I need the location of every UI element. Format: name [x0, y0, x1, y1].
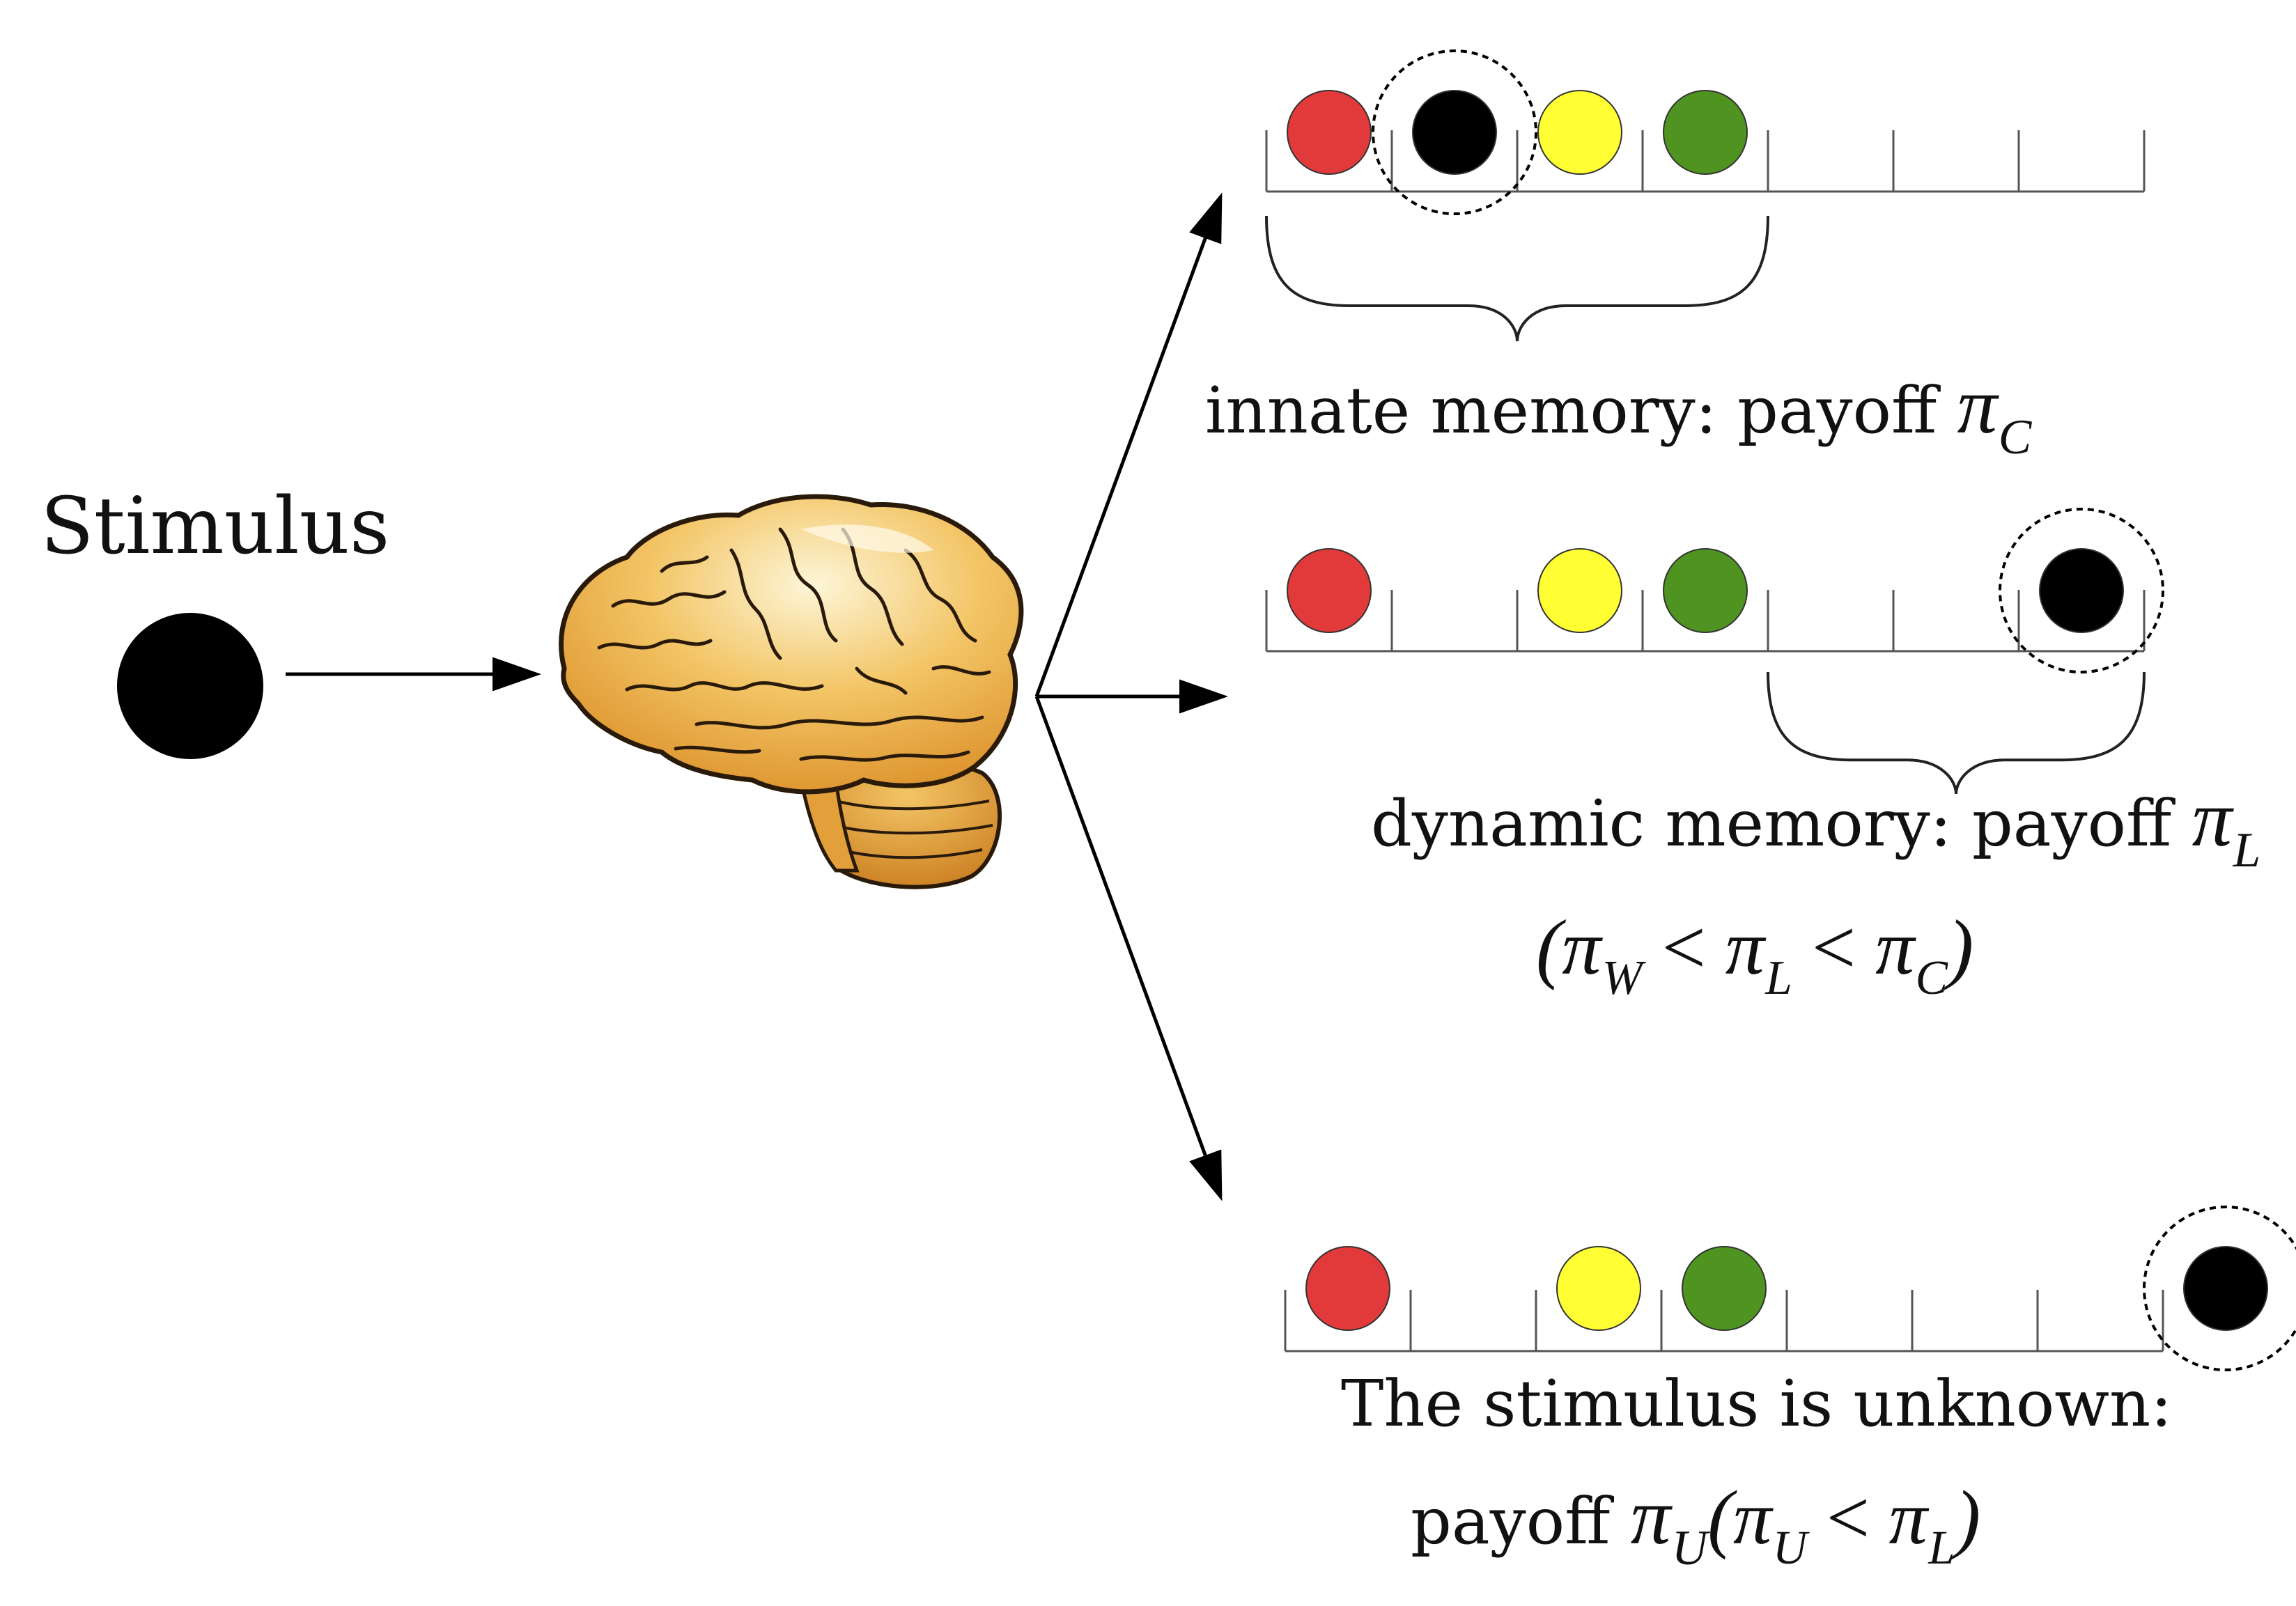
- innate-dot-black: [1412, 90, 1497, 175]
- unknown-dot-red: [1305, 1246, 1390, 1331]
- dynamic-caption-text: dynamic memory: payoff: [1371, 786, 2192, 861]
- dynamic-memory-panel: [1265, 508, 2164, 795]
- innate-dot-red: [1287, 90, 1372, 175]
- dynamic-inequality: (πW < πL < πC): [1536, 905, 1974, 1006]
- innate-highlight-ring: [1372, 49, 1537, 215]
- innate-caption-text: innate memory: payoff: [1205, 373, 1957, 448]
- unknown-memory-panel: [1284, 1206, 2296, 1371]
- dynamic-dot-red: [1287, 548, 1372, 633]
- dynamic-caption: dynamic memory: payoff πL: [1371, 779, 2260, 875]
- stimulus-label: Stimulus: [40, 481, 390, 572]
- innate-payoff-symbol: πC: [1957, 361, 2032, 465]
- innate-dot-yellow: [1537, 90, 1622, 175]
- unknown-highlight-ring: [2143, 1206, 2296, 1371]
- memory-panels: [1265, 49, 2296, 1371]
- brain-icon: [559, 494, 1024, 889]
- stimulus-dot: [117, 613, 263, 759]
- dynamic-brace: [1767, 671, 2146, 795]
- innate-caption: innate memory: payoff πC: [1205, 366, 2031, 462]
- dynamic-highlight-ring: [1999, 508, 2164, 673]
- innate-dot-green: [1663, 90, 1748, 175]
- unknown-dot-yellow: [1556, 1246, 1641, 1331]
- dynamic-payoff-symbol: πL: [2192, 774, 2261, 878]
- arrow-to-innate: [1034, 192, 1223, 697]
- branch-arrows: [1034, 192, 1228, 1201]
- dynamic-dot-green: [1663, 548, 1748, 633]
- dynamic-dot-black: [2039, 548, 2124, 633]
- unknown-caption-line1: The stimulus is unknown:: [1341, 1366, 2173, 1441]
- unknown-caption-line2: payoff πU(πU < πL): [1411, 1475, 1981, 1574]
- unknown-payoff-symbol: πU: [1630, 1472, 1708, 1575]
- unknown-dot-green: [1682, 1246, 1767, 1331]
- unknown-caption-text: payoff: [1411, 1484, 1631, 1559]
- dynamic-dot-yellow: [1537, 548, 1622, 633]
- unknown-inequality: (πU < πL): [1707, 1475, 1981, 1574]
- arrow-to-unknown: [1034, 696, 1223, 1201]
- unknown-dot-black: [2183, 1246, 2268, 1331]
- innate-brace: [1265, 215, 1769, 342]
- innate-memory-panel: [1265, 49, 2146, 342]
